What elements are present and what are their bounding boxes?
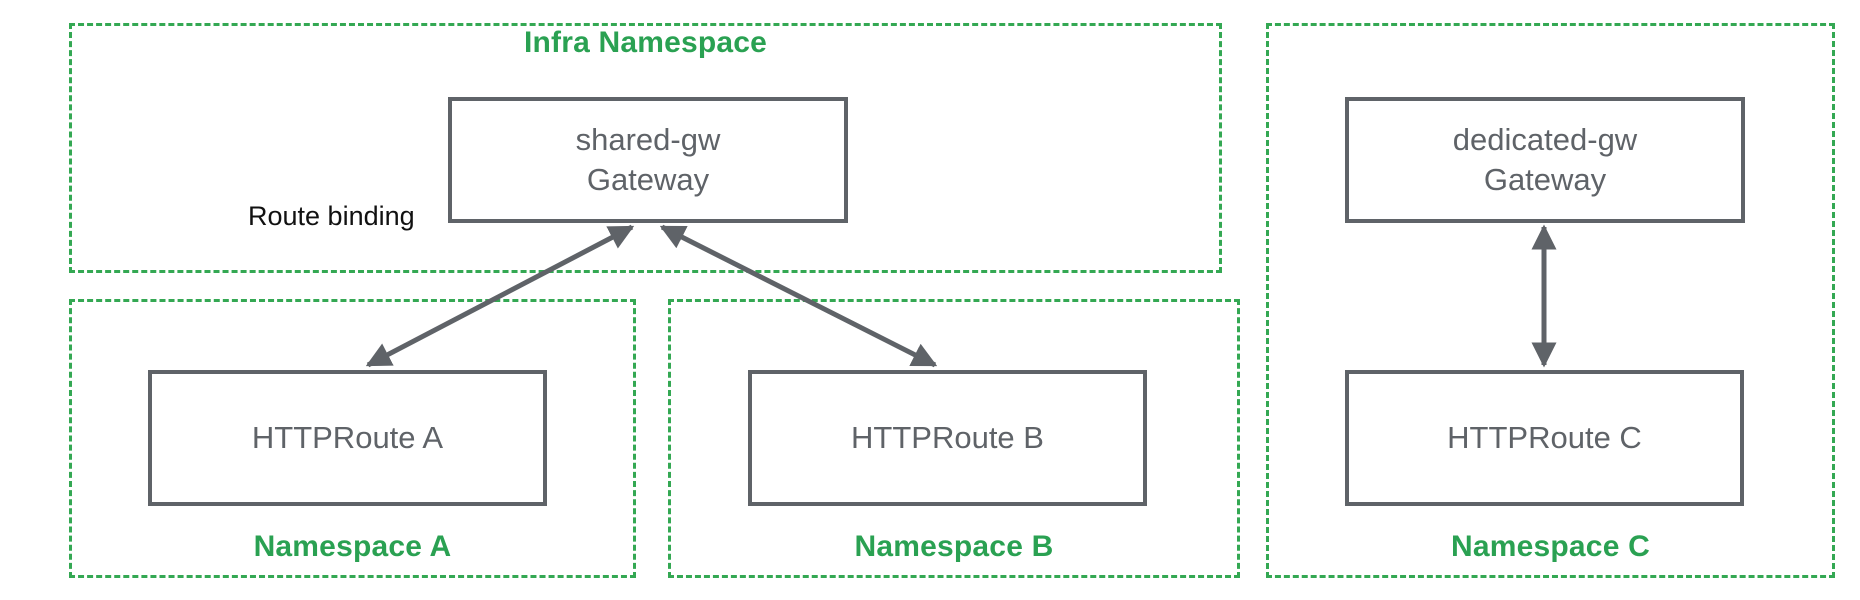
- node-httproute-b-label: HTTPRoute B: [851, 420, 1044, 456]
- namespace-label-infra: Infra Namespace: [523, 26, 768, 59]
- namespace-box-b: [668, 299, 1240, 578]
- edge-route-a-to-shared-gw: [365, 224, 635, 368]
- edge-route-b-to-shared-gw: [659, 224, 938, 368]
- namespace-label-a: Namespace A: [253, 530, 452, 563]
- node-dedicated-gw-gateway[interactable]: dedicated-gw Gateway: [1345, 97, 1745, 223]
- node-shared-gw-line1: shared-gw: [575, 122, 721, 158]
- node-dedicated-gw-line2: Gateway: [1483, 162, 1607, 197]
- node-httproute-c[interactable]: HTTPRoute C: [1345, 370, 1744, 506]
- node-httproute-a[interactable]: HTTPRoute A: [148, 370, 547, 506]
- node-shared-gw-line2: Gateway: [586, 162, 710, 197]
- namespace-box-a: [69, 299, 636, 578]
- namespace-box-infra: [69, 23, 1222, 273]
- node-httproute-a-label: HTTPRoute A: [251, 420, 444, 456]
- node-httproute-b[interactable]: HTTPRoute B: [748, 370, 1147, 506]
- namespace-label-c: Namespace C: [1451, 530, 1650, 563]
- edge-label-route-binding: Route binding: [248, 201, 415, 231]
- namespace-label-b: Namespace B: [854, 530, 1054, 563]
- node-httproute-c-label: HTTPRoute C: [1447, 420, 1642, 456]
- node-shared-gw-gateway[interactable]: shared-gw Gateway: [448, 97, 848, 223]
- namespace-box-c: [1266, 23, 1835, 578]
- node-dedicated-gw-line1: dedicated-gw: [1452, 122, 1638, 158]
